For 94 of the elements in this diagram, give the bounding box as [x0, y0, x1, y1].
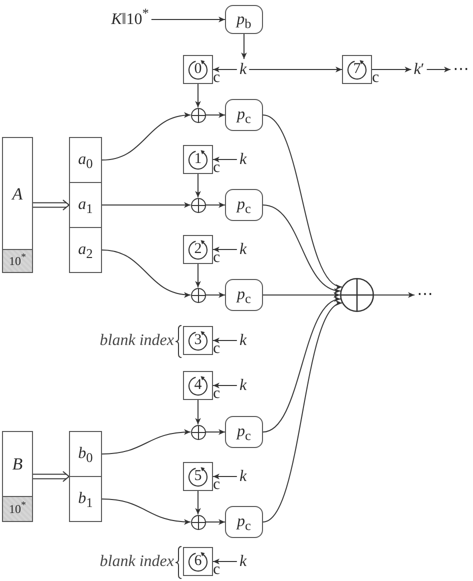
index-label: 7 [353, 62, 361, 77]
arrow [205, 519, 226, 525]
key-label: k [239, 378, 247, 394]
subscript-label: c [213, 562, 220, 578]
arrow [205, 292, 226, 298]
curved-arrow [102, 112, 191, 160]
arrow [195, 174, 201, 198]
arrow [248, 66, 342, 72]
index-label: 2 [194, 242, 202, 257]
index-label: 5 [194, 469, 202, 484]
arrow [262, 292, 340, 298]
arrow [212, 474, 238, 480]
key-label: k [239, 332, 247, 348]
message-block [2, 431, 33, 522]
index-label: 6 [194, 554, 202, 569]
permutation-box [225, 506, 263, 538]
arrow [195, 264, 201, 288]
index-label: 0 [194, 62, 202, 77]
curved-arrow [262, 298, 341, 432]
cell-label: a$_{1}$ [78, 197, 93, 213]
arrow [195, 84, 201, 108]
permutation-label: p$_{c}$ [237, 107, 251, 123]
permutation-label: p$_{c}$ [237, 287, 251, 303]
annotation-label: blank index [100, 332, 174, 348]
permutation-box [225, 5, 263, 34]
key-label: k [239, 242, 247, 258]
cell-label: b$_{1}$ [78, 491, 93, 507]
padding-cell [2, 249, 33, 273]
arrow [102, 202, 191, 208]
double-arrow [32, 470, 70, 482]
xor-symbol [190, 288, 206, 302]
arrow [195, 400, 201, 425]
arrow [372, 66, 412, 72]
permutation-box [225, 279, 263, 311]
key-label: k [239, 468, 247, 484]
subscript-label: c [213, 341, 220, 357]
curved-arrow [102, 429, 191, 454]
arrow [212, 246, 238, 252]
arrow [205, 112, 226, 118]
curved-arrow [262, 114, 342, 288]
annotation-label: blank index [100, 554, 174, 570]
subscript-label: c [213, 70, 220, 86]
block-label: B [12, 456, 23, 472]
ellipsis: ⋯ [453, 62, 469, 78]
padding-label: 10$^{*}$ [9, 255, 26, 267]
subscript-label: c [372, 70, 380, 86]
curved-arrow [102, 498, 191, 525]
arrow [195, 490, 201, 515]
permutation-box [225, 99, 263, 131]
arrow [150, 16, 226, 22]
arrow [212, 156, 238, 162]
index-label: 1 [194, 152, 202, 167]
permutation-label: p$_{c}$ [237, 424, 251, 440]
arrow [212, 382, 238, 388]
permutation-box [225, 189, 263, 221]
double-arrow [32, 199, 70, 211]
subscript-label: c [213, 160, 220, 176]
arrow [212, 66, 238, 72]
subscript-label: c [213, 477, 220, 493]
permutation-label: p$_{b}$ [236, 12, 252, 28]
cell-label: a$_{0}$ [78, 152, 93, 168]
permutation-label: p$_{c}$ [237, 514, 251, 530]
curved-arrow [262, 302, 342, 522]
xor-symbol [190, 198, 206, 212]
cell-label: b$_{0}$ [78, 446, 93, 462]
index-label: 3 [194, 333, 202, 348]
curved-arrow [102, 250, 191, 298]
index-label: 4 [194, 378, 202, 393]
arrow [374, 292, 415, 298]
xor-symbol [340, 278, 374, 312]
arrow [212, 558, 238, 564]
permutation-box [225, 416, 263, 448]
padding-cell [2, 496, 33, 522]
curved-arrow [262, 204, 341, 293]
key-label: k [239, 152, 247, 168]
xor-symbol [190, 424, 206, 440]
key-label: k [239, 62, 247, 78]
padding-label: 10$^{*}$ [9, 503, 26, 515]
arrow [241, 34, 247, 60]
message-block [2, 137, 33, 273]
derived-key-label: k′ [414, 62, 424, 78]
ellipsis: ⋯ [417, 287, 433, 303]
block-label: A [12, 186, 23, 202]
permutation-label: p$_{c}$ [237, 197, 251, 213]
arrow [205, 429, 226, 435]
subscript-label: c [213, 386, 220, 402]
arrow [426, 66, 451, 72]
xor-symbol [190, 108, 206, 122]
cell-label: a$_{2}$ [78, 242, 93, 258]
key-label: k [239, 554, 247, 570]
arrow [212, 338, 238, 344]
xor-symbol [190, 514, 206, 530]
subscript-label: c [213, 250, 220, 266]
arrow [205, 202, 226, 208]
